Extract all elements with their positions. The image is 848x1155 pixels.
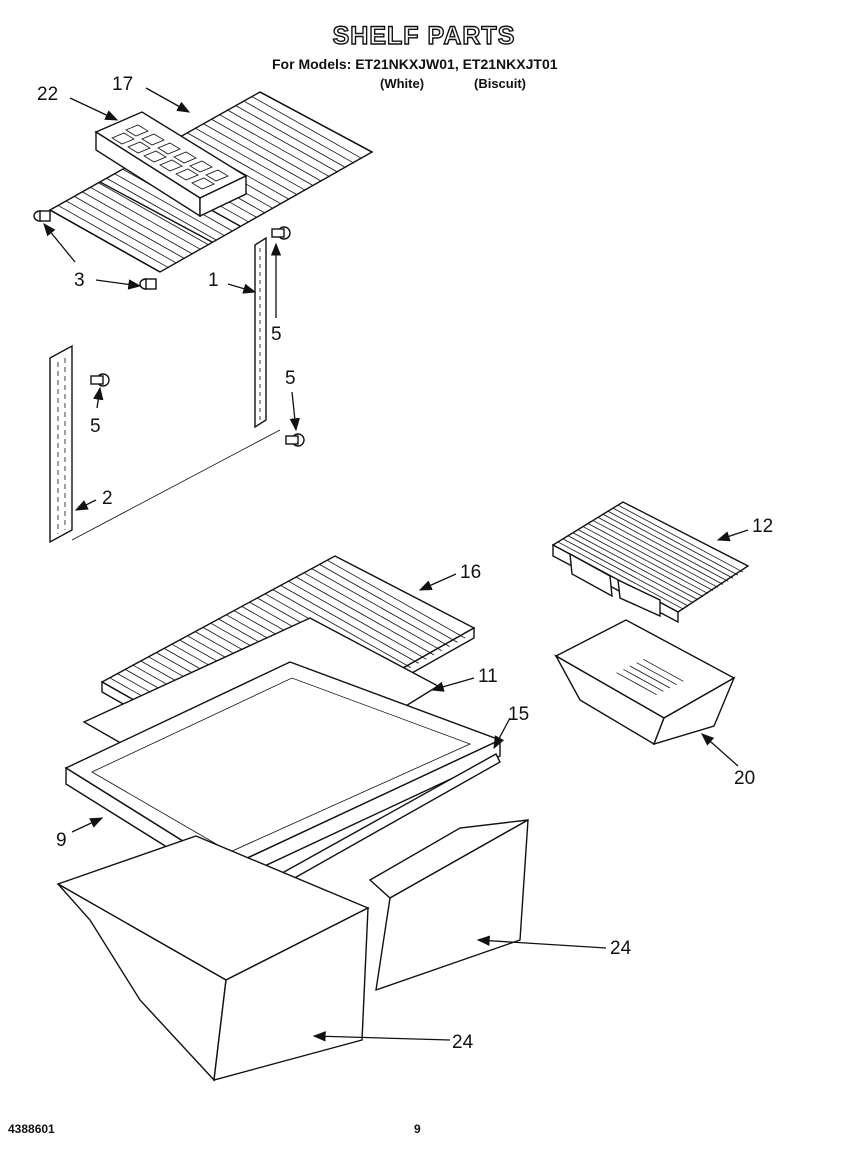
callout-15: 15: [508, 704, 529, 725]
callout-16: 16: [460, 562, 481, 583]
page-number: 9: [414, 1122, 421, 1136]
page-title: SHELF PARTS: [332, 21, 516, 50]
models-line: For Models: ET21NKXJW01, ET21NKXJT01: [272, 56, 558, 72]
meat-drawer: [554, 619, 736, 746]
shelf-support-right: [254, 236, 267, 429]
screw-lower: [285, 433, 305, 447]
callout-5-left: 5: [90, 416, 101, 437]
callout-2: 2: [102, 488, 113, 509]
variant-white: (White): [380, 76, 425, 91]
shelf-stud-bottom: [139, 278, 157, 290]
callout-12: 12: [752, 516, 773, 537]
egg-tray: [94, 111, 248, 218]
callout-24-right: 24: [610, 938, 632, 959]
callout-9: 9: [56, 830, 67, 851]
callout-20: 20: [734, 768, 755, 789]
callout-17: 17: [112, 74, 133, 95]
crisper-drawer-right: [368, 818, 529, 992]
doc-number: 4388601: [8, 1122, 55, 1136]
shelf-stud-left: [33, 210, 51, 222]
callout-3: 3: [74, 270, 85, 291]
screw-left: [90, 373, 110, 387]
callout-5-upper: 5: [271, 324, 282, 345]
leader-lines: [43, 87, 749, 1042]
crisper-cover-frame: [64, 661, 502, 886]
callout-24-left: 24: [452, 1032, 474, 1053]
crisper-drawer-left: [56, 835, 370, 1082]
callout-11: 11: [478, 666, 498, 687]
callout-22: 22: [37, 84, 58, 105]
callout-1: 1: [208, 270, 219, 291]
small-wire-shelf: [551, 501, 750, 624]
screw-upper: [271, 226, 291, 240]
shelf-support-left: [49, 344, 73, 544]
callout-5-right: 5: [285, 368, 296, 389]
variant-biscuit: (Biscuit): [474, 76, 526, 91]
